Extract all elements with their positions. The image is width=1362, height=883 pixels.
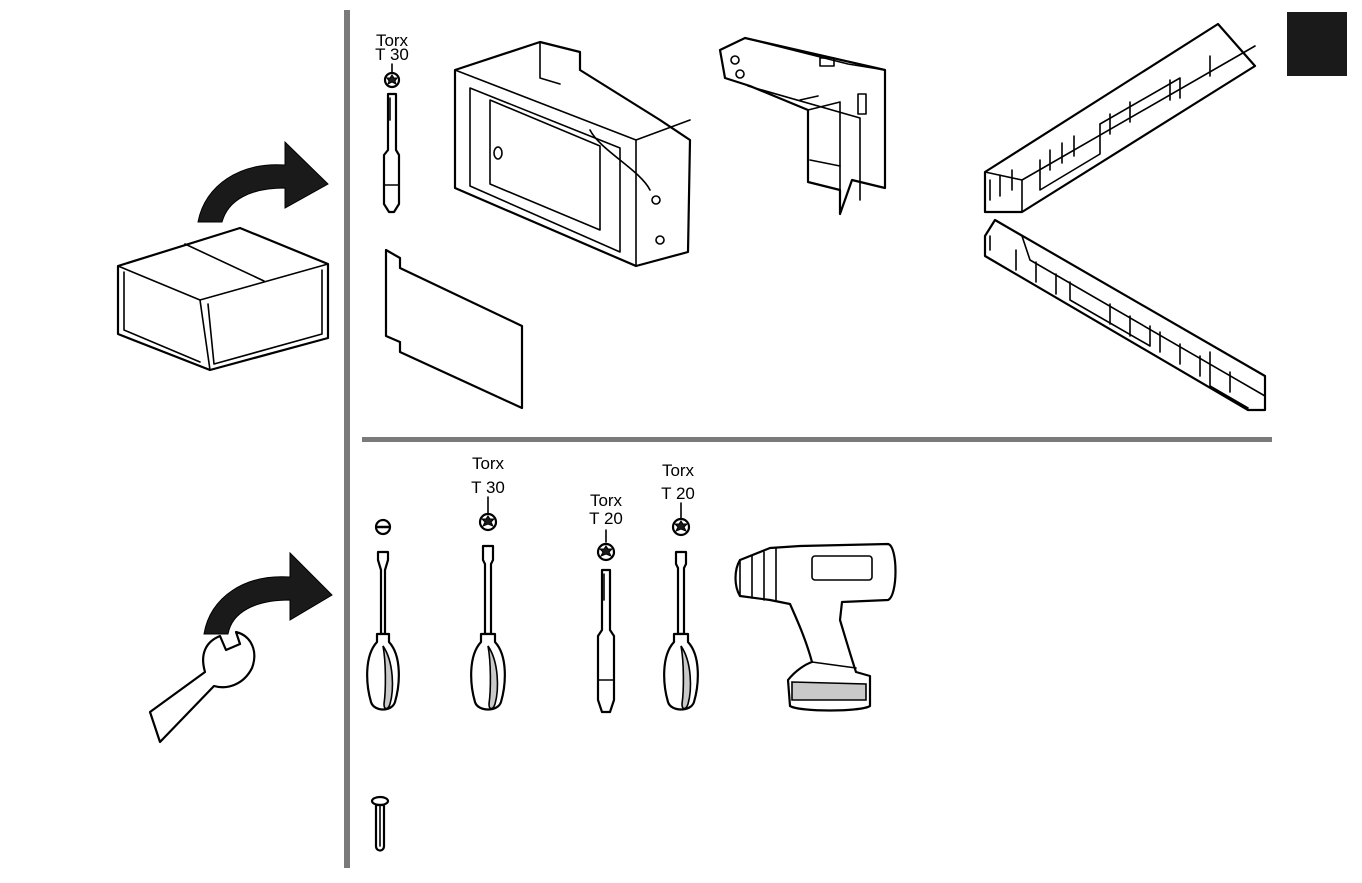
torx-screwdriver-t20 xyxy=(664,503,698,710)
torx-bit-t20 xyxy=(598,530,614,712)
flat-screwdriver xyxy=(367,520,399,710)
cordless-drill-icon xyxy=(736,544,896,711)
torx-screwdriver-t30 xyxy=(471,497,505,710)
wall-plug-icon xyxy=(372,797,388,851)
